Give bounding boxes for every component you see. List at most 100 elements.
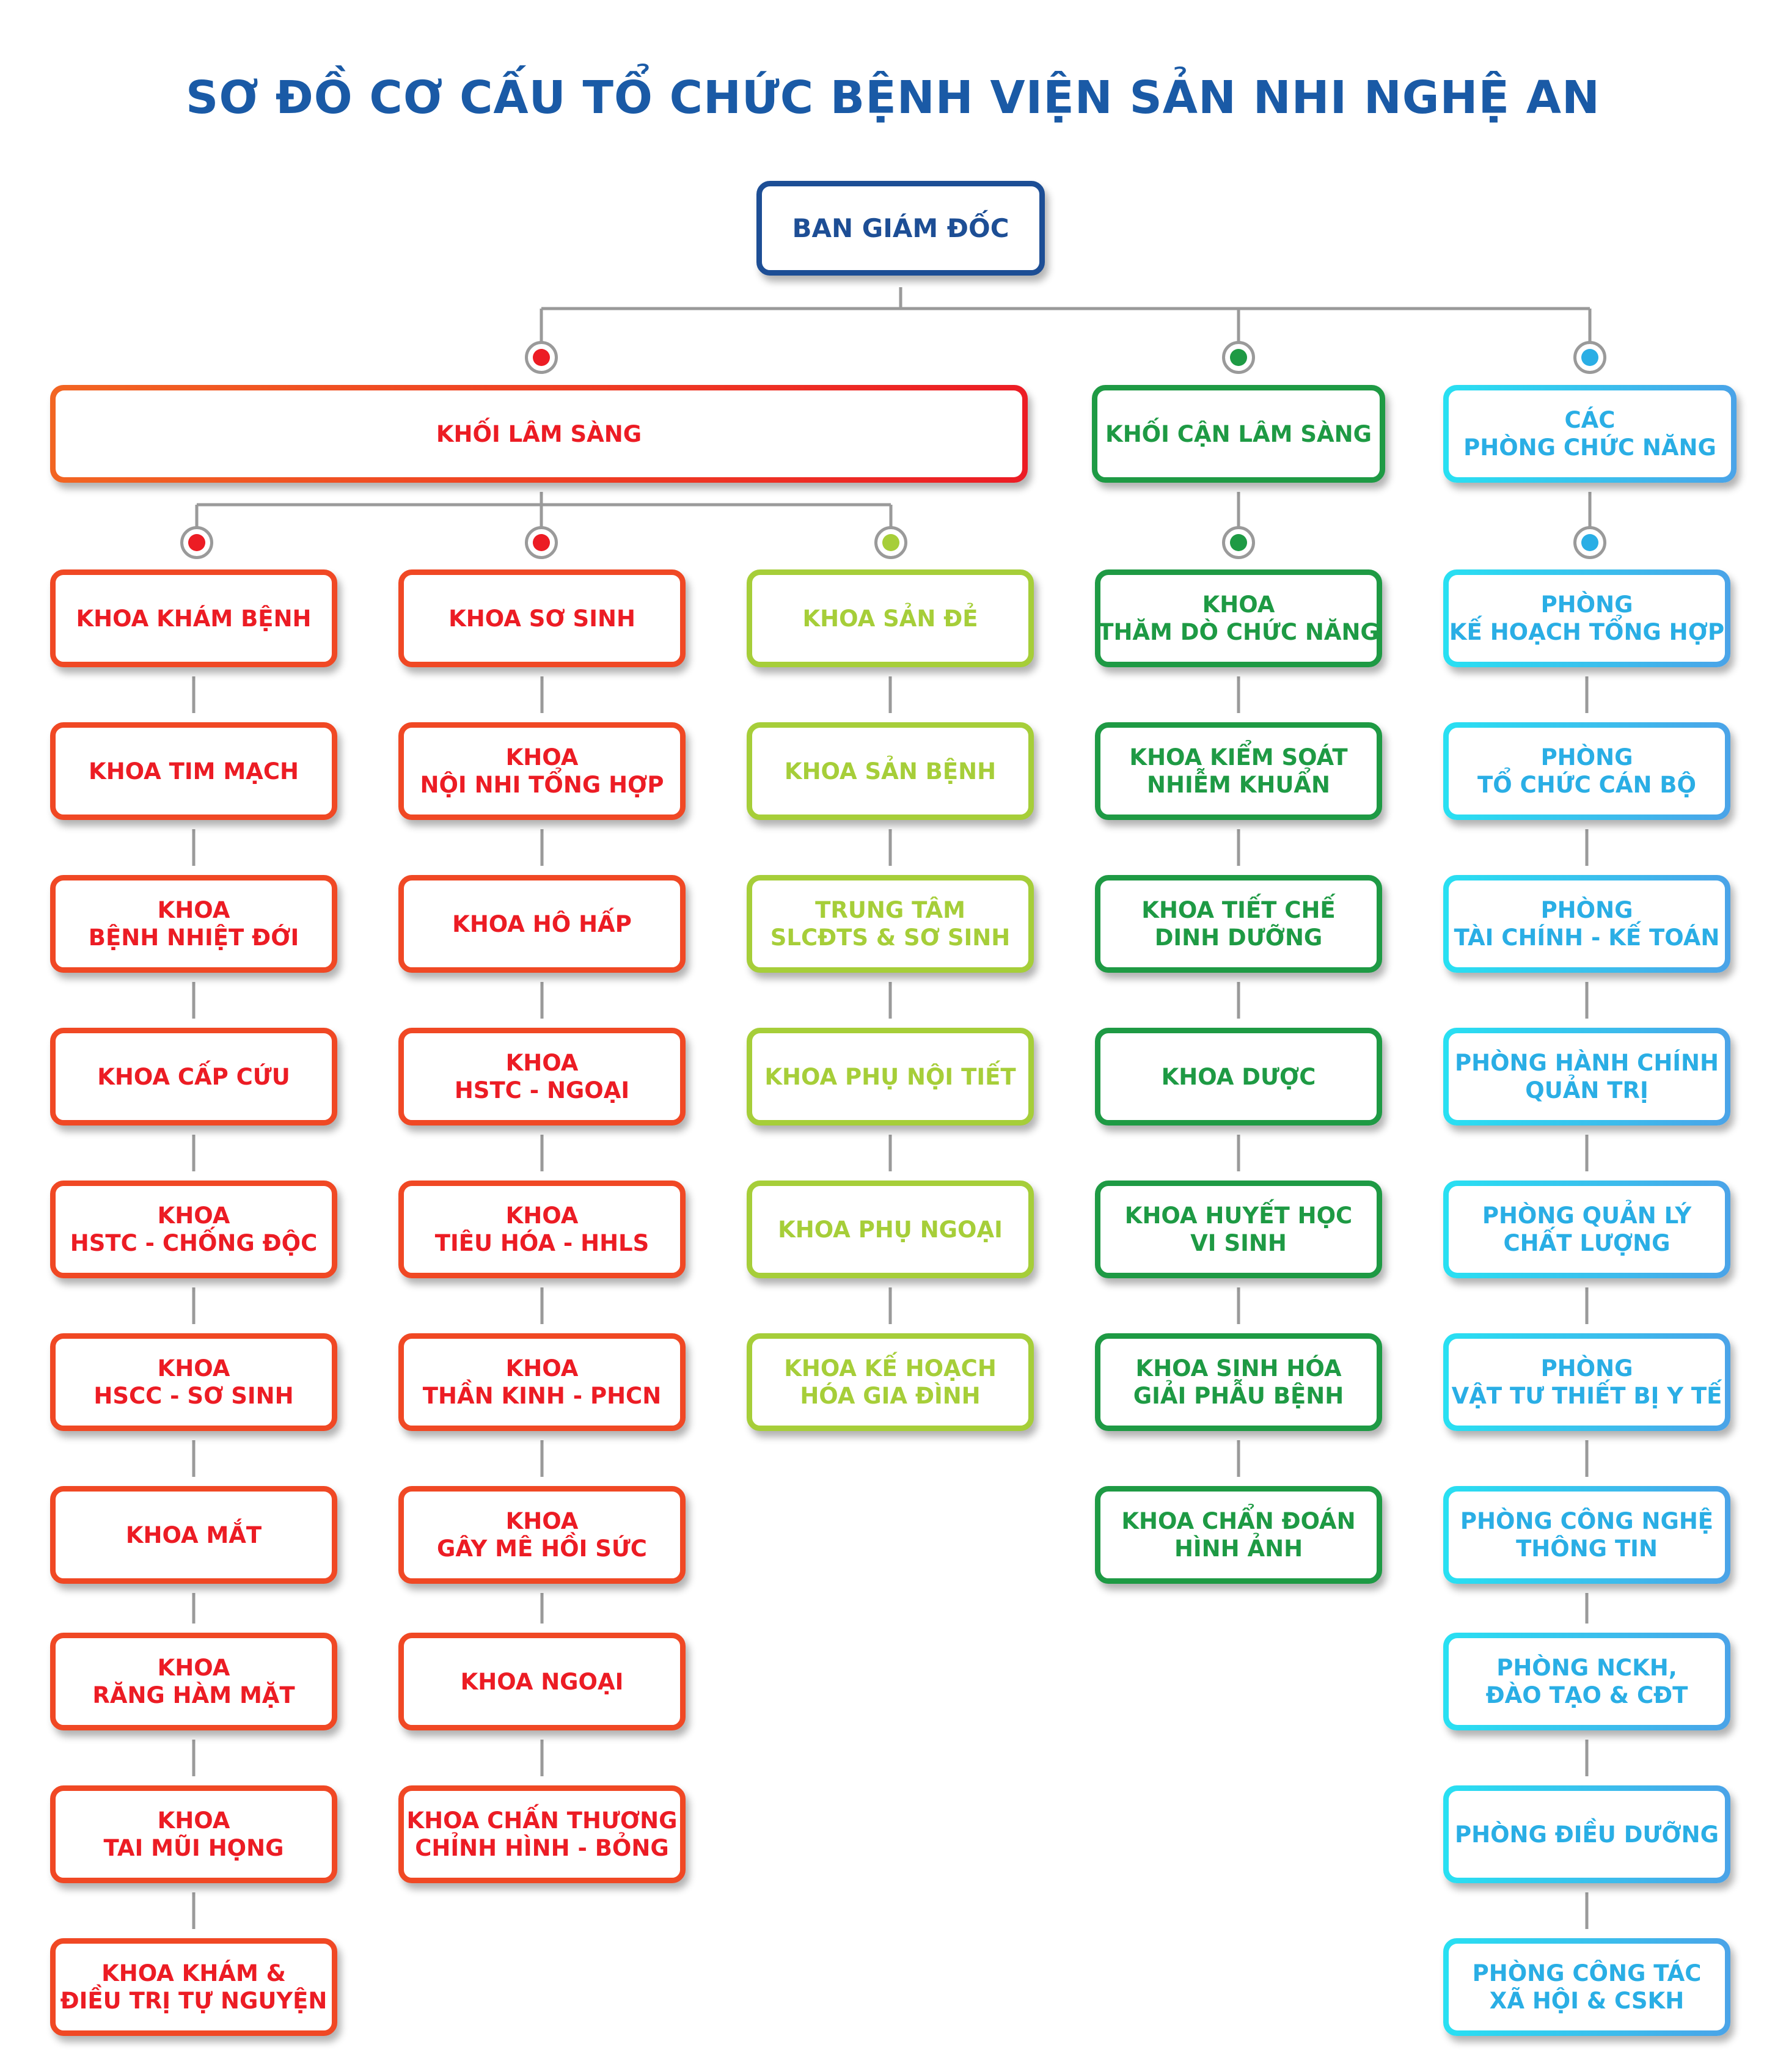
box-label-line: ĐIỀU TRỊ TỰ NGUYỆN (60, 1988, 328, 2014)
box-label-line: KHOA (1202, 591, 1275, 618)
box-label-line: KHOA TIM MẠCH (89, 758, 299, 785)
box-label-line: KHỐI CẬN LÂM SÀNG (1105, 420, 1372, 447)
box-label-line: KHOA HÔ HẤP (452, 910, 632, 937)
box-label-line: KHOA CHẨN ĐOÁN (1121, 1508, 1356, 1534)
box-label-line: KHOA (157, 1203, 230, 1229)
box-label-line: TIÊU HÓA - HHLS (434, 1230, 650, 1256)
dept-box: KHOA TIM MẠCH (50, 722, 337, 820)
box-label-line: PHÒNG NCKH, (1496, 1655, 1677, 1681)
box-label-line: PHÒNG CÔNG TÁC (1472, 1960, 1702, 1986)
box-label-line: THĂM DÒ CHỨC NĂNG (1098, 619, 1379, 645)
box-label-line: KHOA TIẾT CHẾ (1141, 897, 1336, 923)
box-label-line: TÀI CHÍNH - KẾ TOÁN (1454, 924, 1720, 951)
box-label-line: KHOA (157, 1355, 230, 1382)
box-label-line: BỆNH NHIỆT ĐỚI (88, 924, 299, 951)
box-khoi-lam-sang: KHỐI LÂM SÀNG (50, 385, 1028, 483)
box-label-line: SLCĐTS & SƠ SINH (770, 924, 1011, 951)
node-green (1222, 341, 1255, 374)
box-label-line: XÃ HỘI & CSKH (1489, 1988, 1685, 2014)
box-label-line: ĐÀO TẠO & CĐT (1485, 1682, 1688, 1708)
box-label-line: KHOA (505, 744, 579, 771)
node-lightgreen (874, 526, 907, 559)
node-green (1222, 526, 1255, 559)
box-label-line: TAI MŨI HỌNG (103, 1835, 284, 1861)
box-label-line: KHOA (505, 1050, 579, 1076)
dept-box: KHOA PHỤ NỘI TIẾT (747, 1028, 1034, 1126)
box-label-line: KHOA DƯỢC (1161, 1063, 1316, 1090)
box-label-line: RĂNG HÀM MẶT (92, 1682, 295, 1708)
box-label-line: PHÒNG (1540, 1355, 1633, 1382)
dept-box: KHOA DƯỢC (1095, 1028, 1382, 1126)
box-label-line: KHOA (157, 1807, 230, 1834)
box-label-line: TỔ CHỨC CÁN BỘ (1477, 772, 1696, 798)
box-label-line: KHOA KẾ HOẠCH (784, 1355, 997, 1382)
dept-box: KHOA HÔ HẤP (398, 875, 686, 973)
box-label-line: PHÒNG ĐIỀU DƯỠNG (1454, 1821, 1719, 1848)
box-label-line: KHOA SẢN ĐẺ (802, 605, 978, 632)
dept-box: KHOA NGOẠI (398, 1633, 686, 1730)
box-label-line: PHÒNG HÀNH CHÍNH (1455, 1050, 1719, 1076)
box-label-line: PHÒNG (1540, 897, 1633, 923)
box-label-line: HÌNH ẢNH (1174, 1536, 1303, 1562)
page-title: SƠ ĐỒ CƠ CẤU TỔ CHỨC BỆNH VIỆN SẢN NHI N… (186, 71, 1600, 124)
box-label-line: TRUNG TÂM (815, 897, 965, 923)
box-label-line: CÁC (1564, 407, 1616, 433)
node-red (525, 526, 558, 559)
box-label-line: KHOA SINH HÓA (1135, 1355, 1342, 1382)
dept-box: KHOA SẢN ĐẺ (747, 569, 1034, 667)
box-label-line: KHOA PHỤ NGOẠI (778, 1216, 1003, 1243)
box-label-line: KHOA (505, 1203, 579, 1229)
dept-box: PHÒNG ĐIỀU DƯỠNG (1443, 1785, 1730, 1883)
box-label-line: KHOA PHỤ NỘI TIẾT (764, 1063, 1016, 1090)
box-label-line: KHOA (505, 1508, 579, 1534)
dept-box: KHOA SƠ SINH (398, 569, 686, 667)
node-cyan (1573, 341, 1606, 374)
box-label-line: HSTC - CHỐNG ĐỘC (70, 1230, 318, 1256)
box-inner: KHỐI LÂM SÀNG (56, 390, 1022, 477)
box-label-line: KHOA SẢN BỆNH (784, 758, 997, 785)
box-label-line: KHOA HUYẾT HỌC (1124, 1203, 1353, 1229)
dept-box: KHOA MẮT (50, 1486, 337, 1584)
dept-box: KHOA CẤP CỨU (50, 1028, 337, 1126)
box-label-line: THẦN KINH - PHCN (422, 1383, 662, 1409)
box-label-line: KHOA NGOẠI (460, 1668, 624, 1695)
box-label-line: KHỐI LÂM SÀNG (436, 420, 642, 447)
box-label-line: VI SINH (1190, 1230, 1287, 1256)
box-label-line: BAN GIÁM ĐỐC (792, 213, 1009, 243)
box-label-line: HÓA GIA ĐÌNH (800, 1383, 981, 1409)
box-label-line: VẬT TƯ THIẾT BỊ Y TẾ (1451, 1383, 1722, 1409)
box-inner: PHÒNG ĐIỀU DƯỠNG (1449, 1791, 1725, 1878)
box-khoi-can-lam-sang: KHỐI CẬN LÂM SÀNG (1092, 385, 1385, 483)
box-label-line: NHIỄM KHUẨN (1147, 772, 1330, 798)
box-label-line: KHOA KHÁM BỆNH (76, 605, 312, 632)
box-label-line: PHÒNG (1540, 591, 1633, 618)
box-label-line: DINH DƯỠNG (1154, 924, 1323, 951)
box-label-line: KHOA (505, 1355, 579, 1382)
